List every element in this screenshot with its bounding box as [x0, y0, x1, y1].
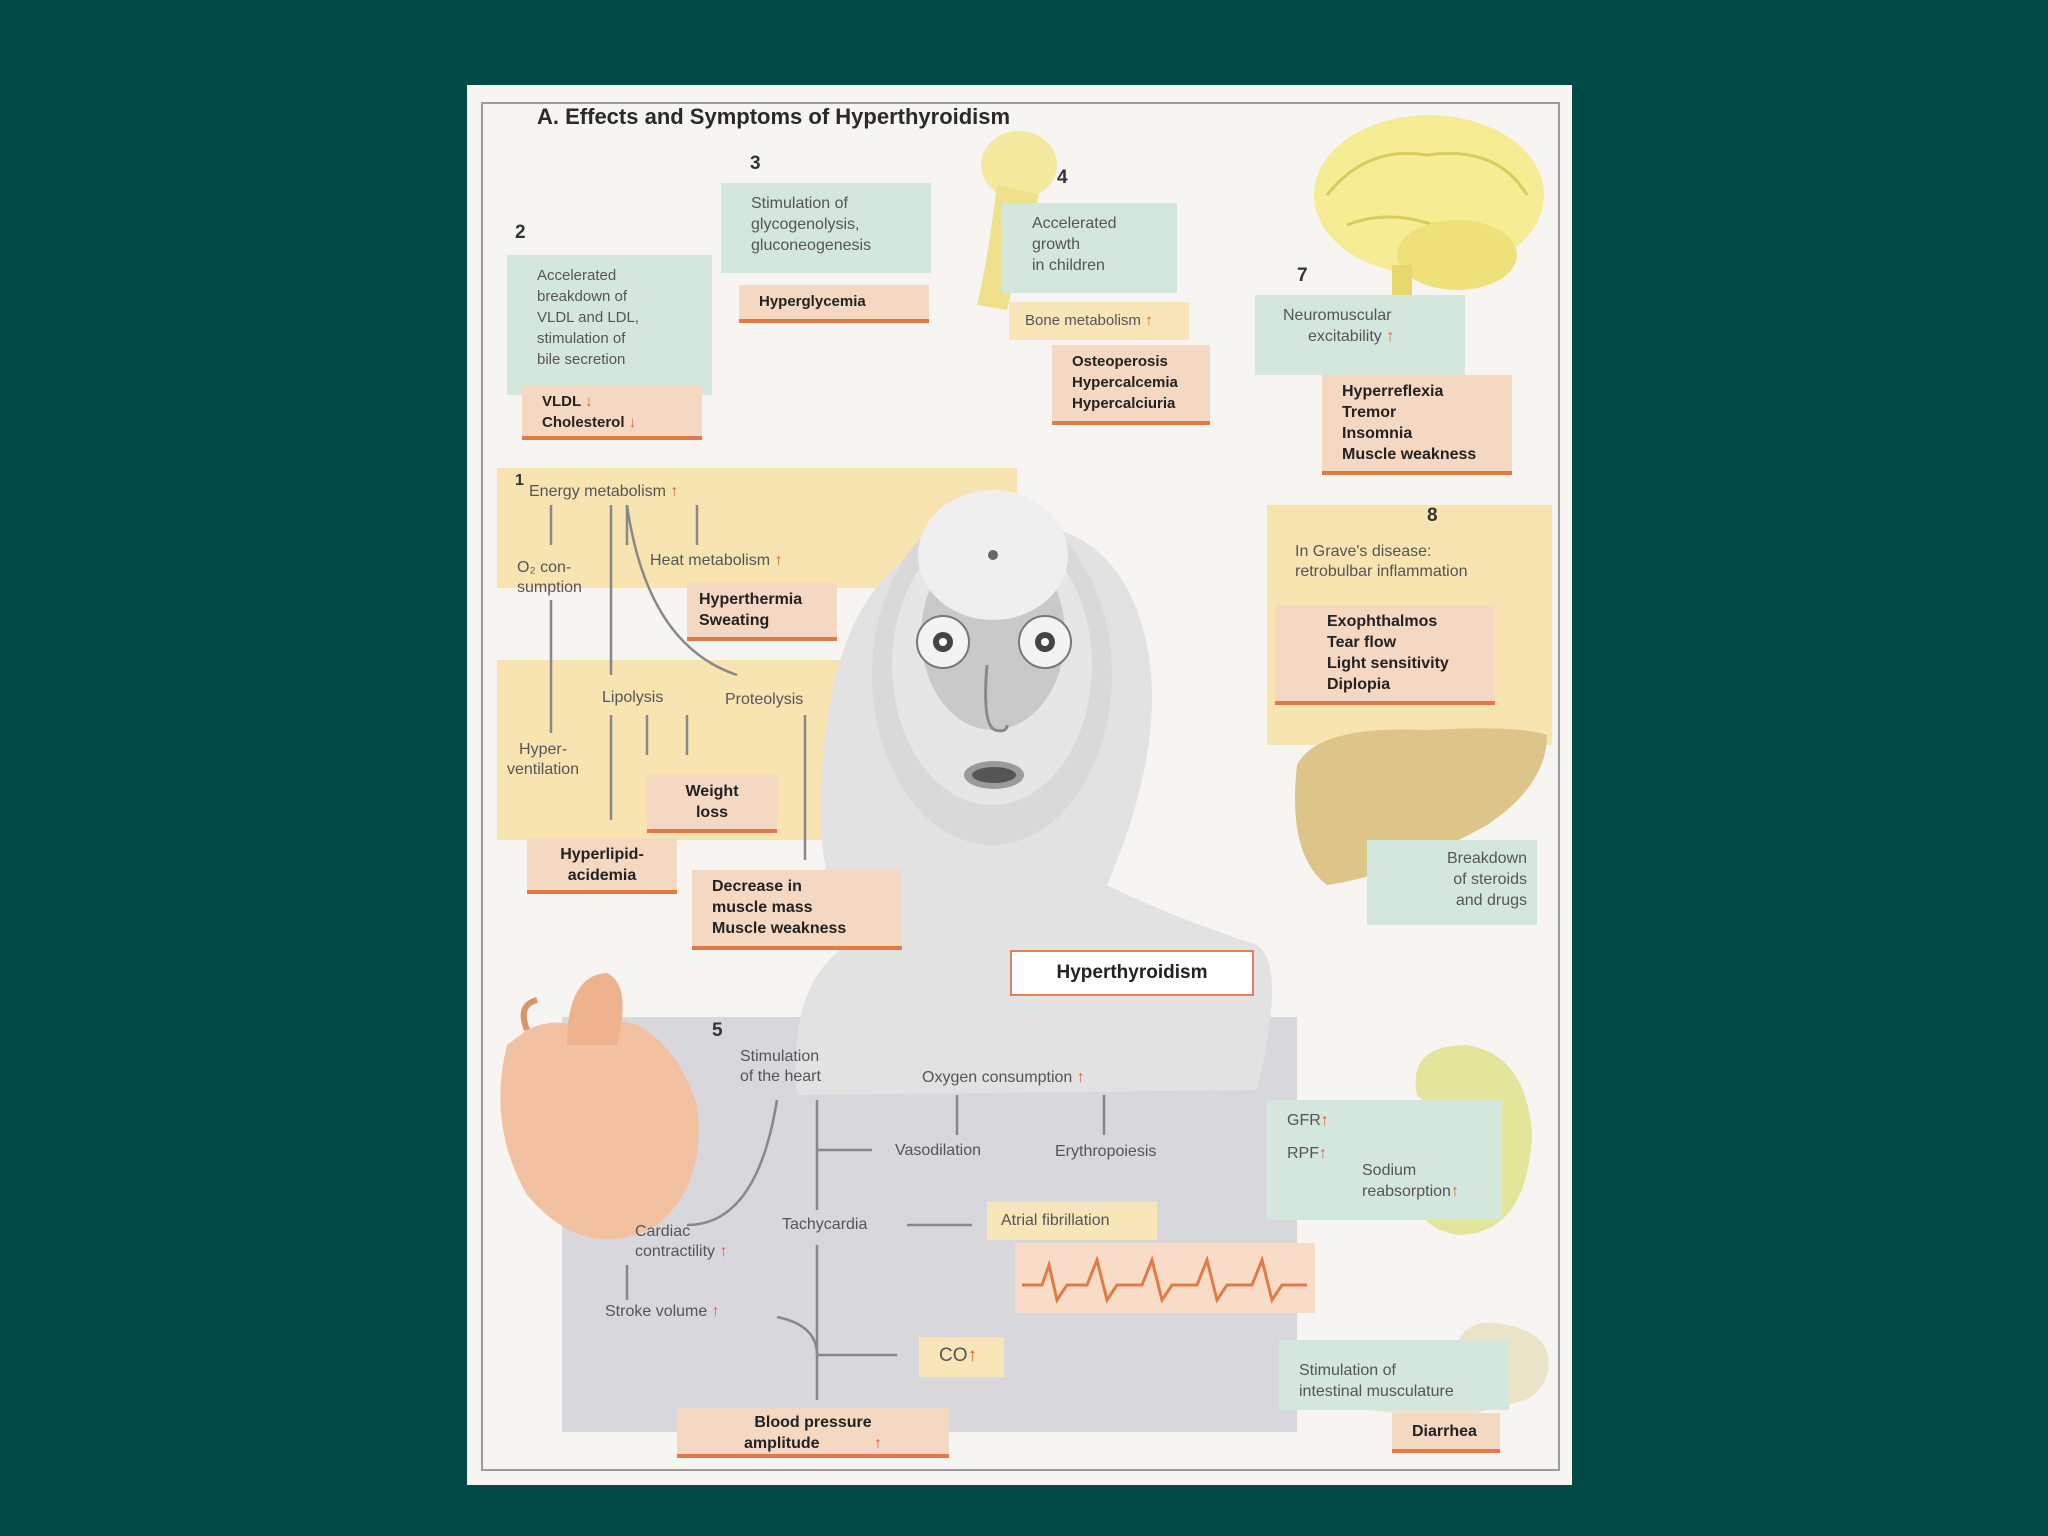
symptom-diarrhea: Diarrhea — [1392, 1413, 1500, 1453]
section-number-8: 8 — [1427, 505, 1438, 526]
figure-frame: A. Effects and Symptoms of Hyperthyroidi… — [481, 102, 1560, 1471]
symptom-hyperlipidacidemia: Hyperlipid-acidemia — [527, 838, 677, 894]
section-1-arrows — [549, 504, 807, 860]
lipolysis-label: Lipolysis — [602, 689, 664, 706]
heart-illustration — [500, 973, 699, 1240]
stroke-volume-label: Stroke volume ↑ — [605, 1303, 720, 1320]
energy-metabolism-label: Energy metabolism ↑ — [529, 483, 679, 500]
figure-page: A. Effects and Symptoms of Hyperthyroidi… — [467, 85, 1572, 1485]
cardiac-contractility-label: Cardiac contractility ↑ — [635, 1223, 728, 1260]
oxygen-consumption-label: Oxygen consumption ↑ — [922, 1069, 1085, 1086]
section-number-1: 1 — [515, 472, 524, 489]
bone-metabolism-label: Bone metabolism ↑ — [1009, 302, 1189, 340]
ecg-strip — [1015, 1243, 1315, 1313]
section-number-7: 7 — [1297, 265, 1308, 286]
o2-consumption-label: O₂ con-sumption — [517, 559, 582, 596]
hyperventilation-label: Hyper-ventilation — [507, 741, 580, 778]
atrial-fibrillation-label: Atrial fibrillation — [987, 1202, 1157, 1240]
section-number-2: 2 — [515, 222, 526, 243]
face-illustration — [795, 490, 1272, 1095]
brain-illustration — [1314, 115, 1544, 310]
effect-kidney: GFR↑ RPF↑ Sodium reabsorption↑ — [1267, 1100, 1502, 1220]
effect-neuromuscular: Neuromuscular excitability ↑ — [1255, 295, 1465, 375]
co-label: CO↑ — [919, 1337, 1004, 1377]
symptom-hyperglycemia: Hyperglycemia — [739, 285, 929, 323]
figure-title: A. Effects and Symptoms of Hyperthyroidi… — [527, 104, 1021, 130]
liver-illustration — [1295, 728, 1547, 885]
vasodilation-label: Vasodilation — [895, 1142, 981, 1159]
tachycardia-label: Tachycardia — [782, 1216, 868, 1233]
symptom-blood-pressure: Blood pressure amplitude ↑ — [677, 1408, 949, 1458]
graves-effect: In Grave's disease:retrobulbar inflammat… — [1295, 543, 1468, 580]
erythropoiesis-label: Erythropoiesis — [1055, 1143, 1157, 1160]
section-5-arrows — [625, 1095, 1106, 1400]
hyperthyroidism-label: Hyperthyroidism — [1010, 950, 1254, 996]
proteolysis-label: Proteolysis — [725, 691, 804, 708]
symptom-vldl-cholesterol: VLDL ↓ Cholesterol ↓ — [522, 385, 702, 440]
section-number-3: 3 — [750, 153, 761, 174]
section-number-5: 5 — [712, 1020, 723, 1041]
heat-metabolism-label: Heat metabolism ↑ — [650, 552, 783, 569]
section-number-4: 4 — [1057, 167, 1068, 188]
